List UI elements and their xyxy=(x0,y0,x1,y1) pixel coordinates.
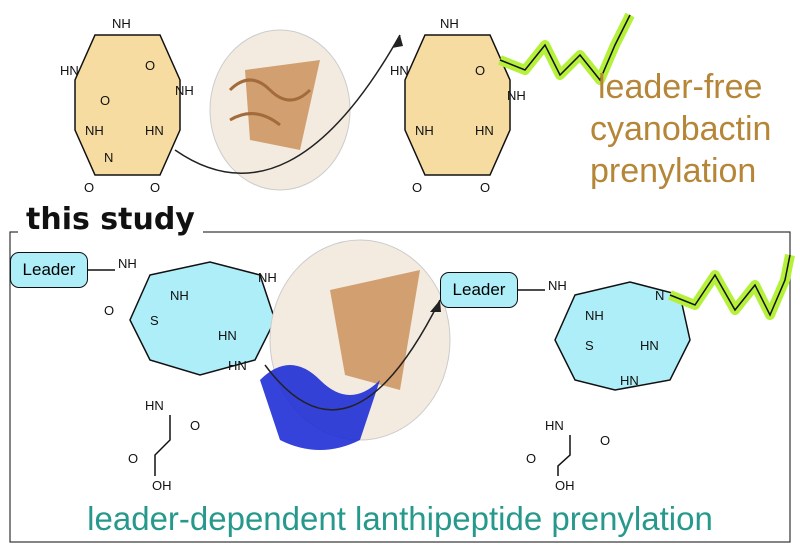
atom-label: HN xyxy=(218,328,237,343)
section-label: this study xyxy=(18,203,203,237)
atom-label: NH xyxy=(507,88,526,103)
atom-label: HN xyxy=(145,398,164,413)
prenyl-group-highlight xyxy=(668,254,795,320)
atom-label: HN xyxy=(640,338,659,353)
atom-label: OH xyxy=(152,478,172,493)
atom-label: NH xyxy=(415,123,434,138)
reaction-arrow xyxy=(264,299,441,411)
prenylated-cyclic-peptide: NH HN NH NH HN O O O xyxy=(390,12,635,195)
atom-label: HN xyxy=(145,123,164,138)
atom-label: O xyxy=(480,180,490,195)
prenyltransferase-structure xyxy=(209,29,351,191)
atom-label: HN xyxy=(390,63,409,78)
leader-peptide-box-left: Leader xyxy=(10,252,88,288)
enzyme-leader-complex-structure xyxy=(260,239,451,450)
arrow-head xyxy=(392,35,403,48)
title-line-1: leader-free xyxy=(598,68,762,106)
arrow-head xyxy=(430,300,441,312)
atom-label: NH xyxy=(258,270,277,285)
atom-label: O xyxy=(100,93,110,108)
atom-label: N xyxy=(104,150,113,165)
lanthipeptide-substrate: NH NH NH S HN HN O HN O O OH xyxy=(88,256,277,493)
bottom-caption: leader-dependent lanthipeptide prenylati… xyxy=(87,500,713,537)
leader-binding-domain xyxy=(260,365,380,450)
atom-label: O xyxy=(190,418,200,433)
atom-label: O xyxy=(526,451,536,466)
reaction-arrow xyxy=(174,34,401,174)
atom-label: S xyxy=(585,338,594,353)
title-line-2: cyanobactin xyxy=(590,110,771,148)
atom-label: NH xyxy=(118,256,137,271)
atom-label: NH xyxy=(440,16,459,31)
atom-label: NH xyxy=(85,123,104,138)
atom-label: N xyxy=(655,288,664,303)
title-line-3: prenylation xyxy=(590,152,756,190)
study-frame xyxy=(9,231,791,543)
atom-label: O xyxy=(412,180,422,195)
atom-label: HN xyxy=(475,123,494,138)
atom-label: O xyxy=(145,58,155,73)
atom-label: HN xyxy=(228,358,247,373)
atom-label: O xyxy=(104,303,114,318)
atom-label: O xyxy=(128,451,138,466)
atom-label: HN xyxy=(545,418,564,433)
atom-label: OH xyxy=(555,478,575,493)
atom-label: NH xyxy=(548,278,567,293)
atom-label: S xyxy=(150,313,159,328)
leader-peptide-box-right: Leader xyxy=(440,272,518,308)
prenylated-lanthipeptide: NH NH N S HN HN HN O O OH xyxy=(518,254,795,493)
atom-label: O xyxy=(600,433,610,448)
atom-label: O xyxy=(84,180,94,195)
atom-label: HN xyxy=(60,63,79,78)
atom-label: O xyxy=(475,63,485,78)
atom-label: NH xyxy=(175,83,194,98)
cyclic-peptide-substrate: NH HN NH NH HN N O O O O xyxy=(60,16,194,195)
atom-label: O xyxy=(150,180,160,195)
atom-label: NH xyxy=(170,288,189,303)
atom-label: HN xyxy=(620,373,639,388)
atom-label: NH xyxy=(112,16,131,31)
atom-label: NH xyxy=(585,308,604,323)
